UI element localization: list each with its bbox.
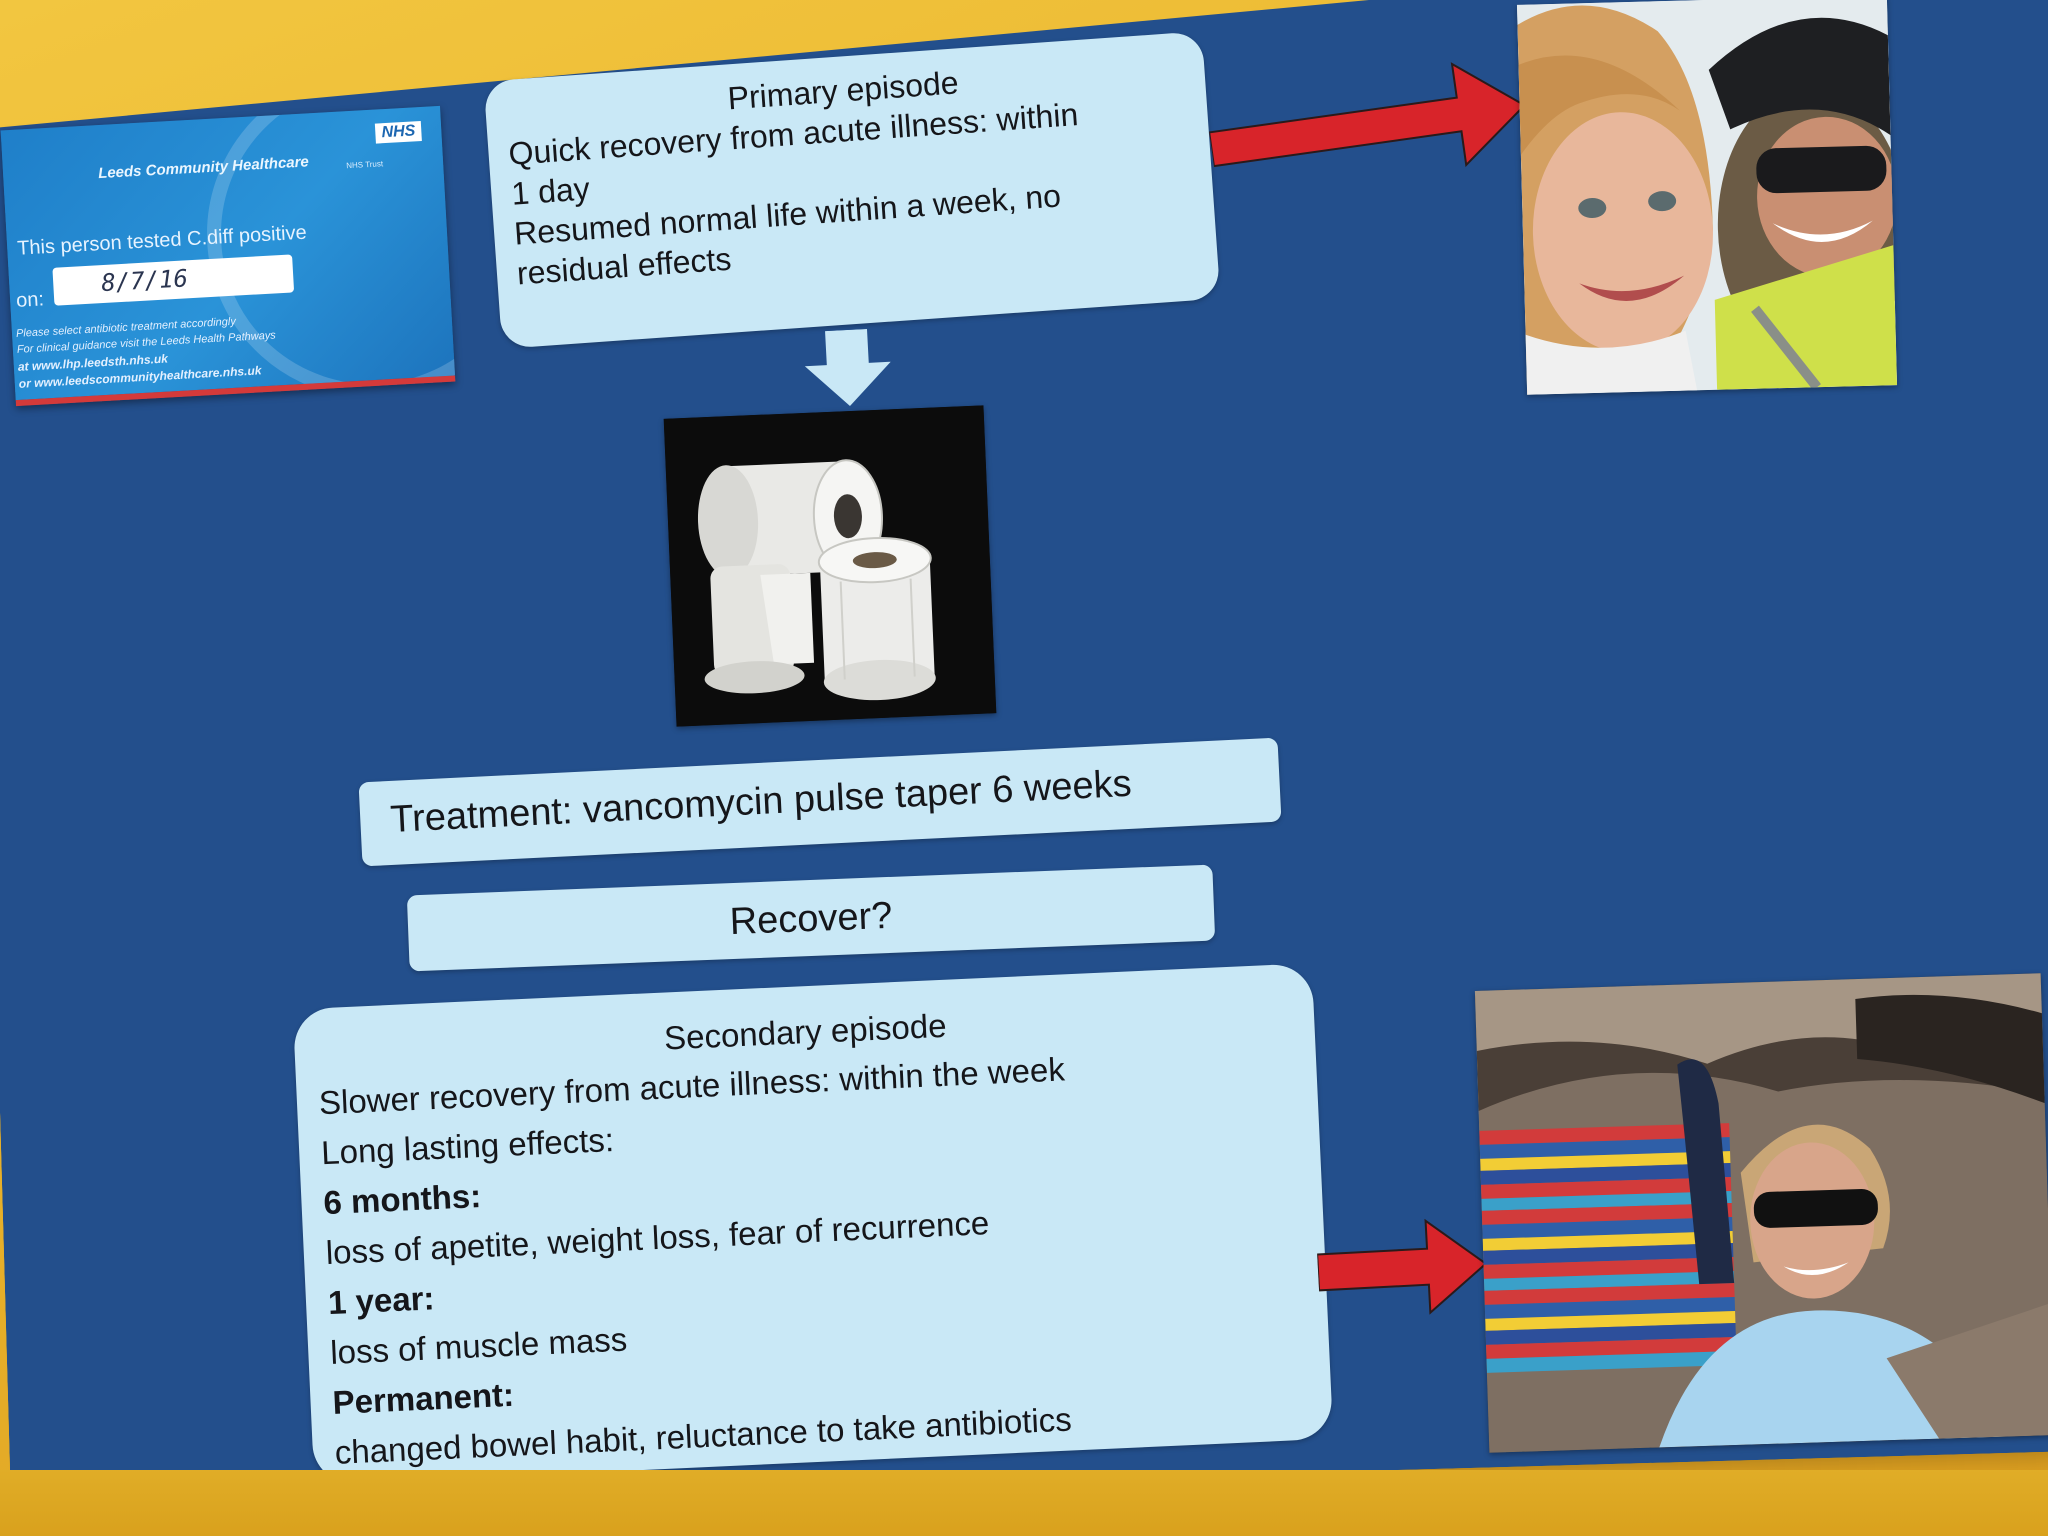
nhs-cdiff-card: Leeds Community Healthcare NHS NHS Trust… [0,105,456,407]
toilet-paper-image [663,405,997,727]
primary-episode-box: Primary episode Quick recovery from acut… [483,31,1221,349]
card-date-value: 8/7/16 [100,264,189,298]
card-on-label: on: [15,288,45,312]
treatment-text: Treatment: vancomycin pulse taper 6 week… [389,762,1133,841]
nhs-logo: NHS [375,121,422,144]
right-arrow-icon [1316,1218,1488,1315]
down-arrow-icon [804,328,891,406]
card-swoosh-decoration [198,105,456,407]
secondary-episode-box: Secondary episode Slower recovery from a… [292,963,1334,1485]
screen-surround-bottom [0,1470,2048,1536]
photo-woman-on-beach [1474,973,2048,1453]
photo-girl-and-cyclist [1516,0,1898,395]
right-arrow-icon [1208,62,1527,168]
